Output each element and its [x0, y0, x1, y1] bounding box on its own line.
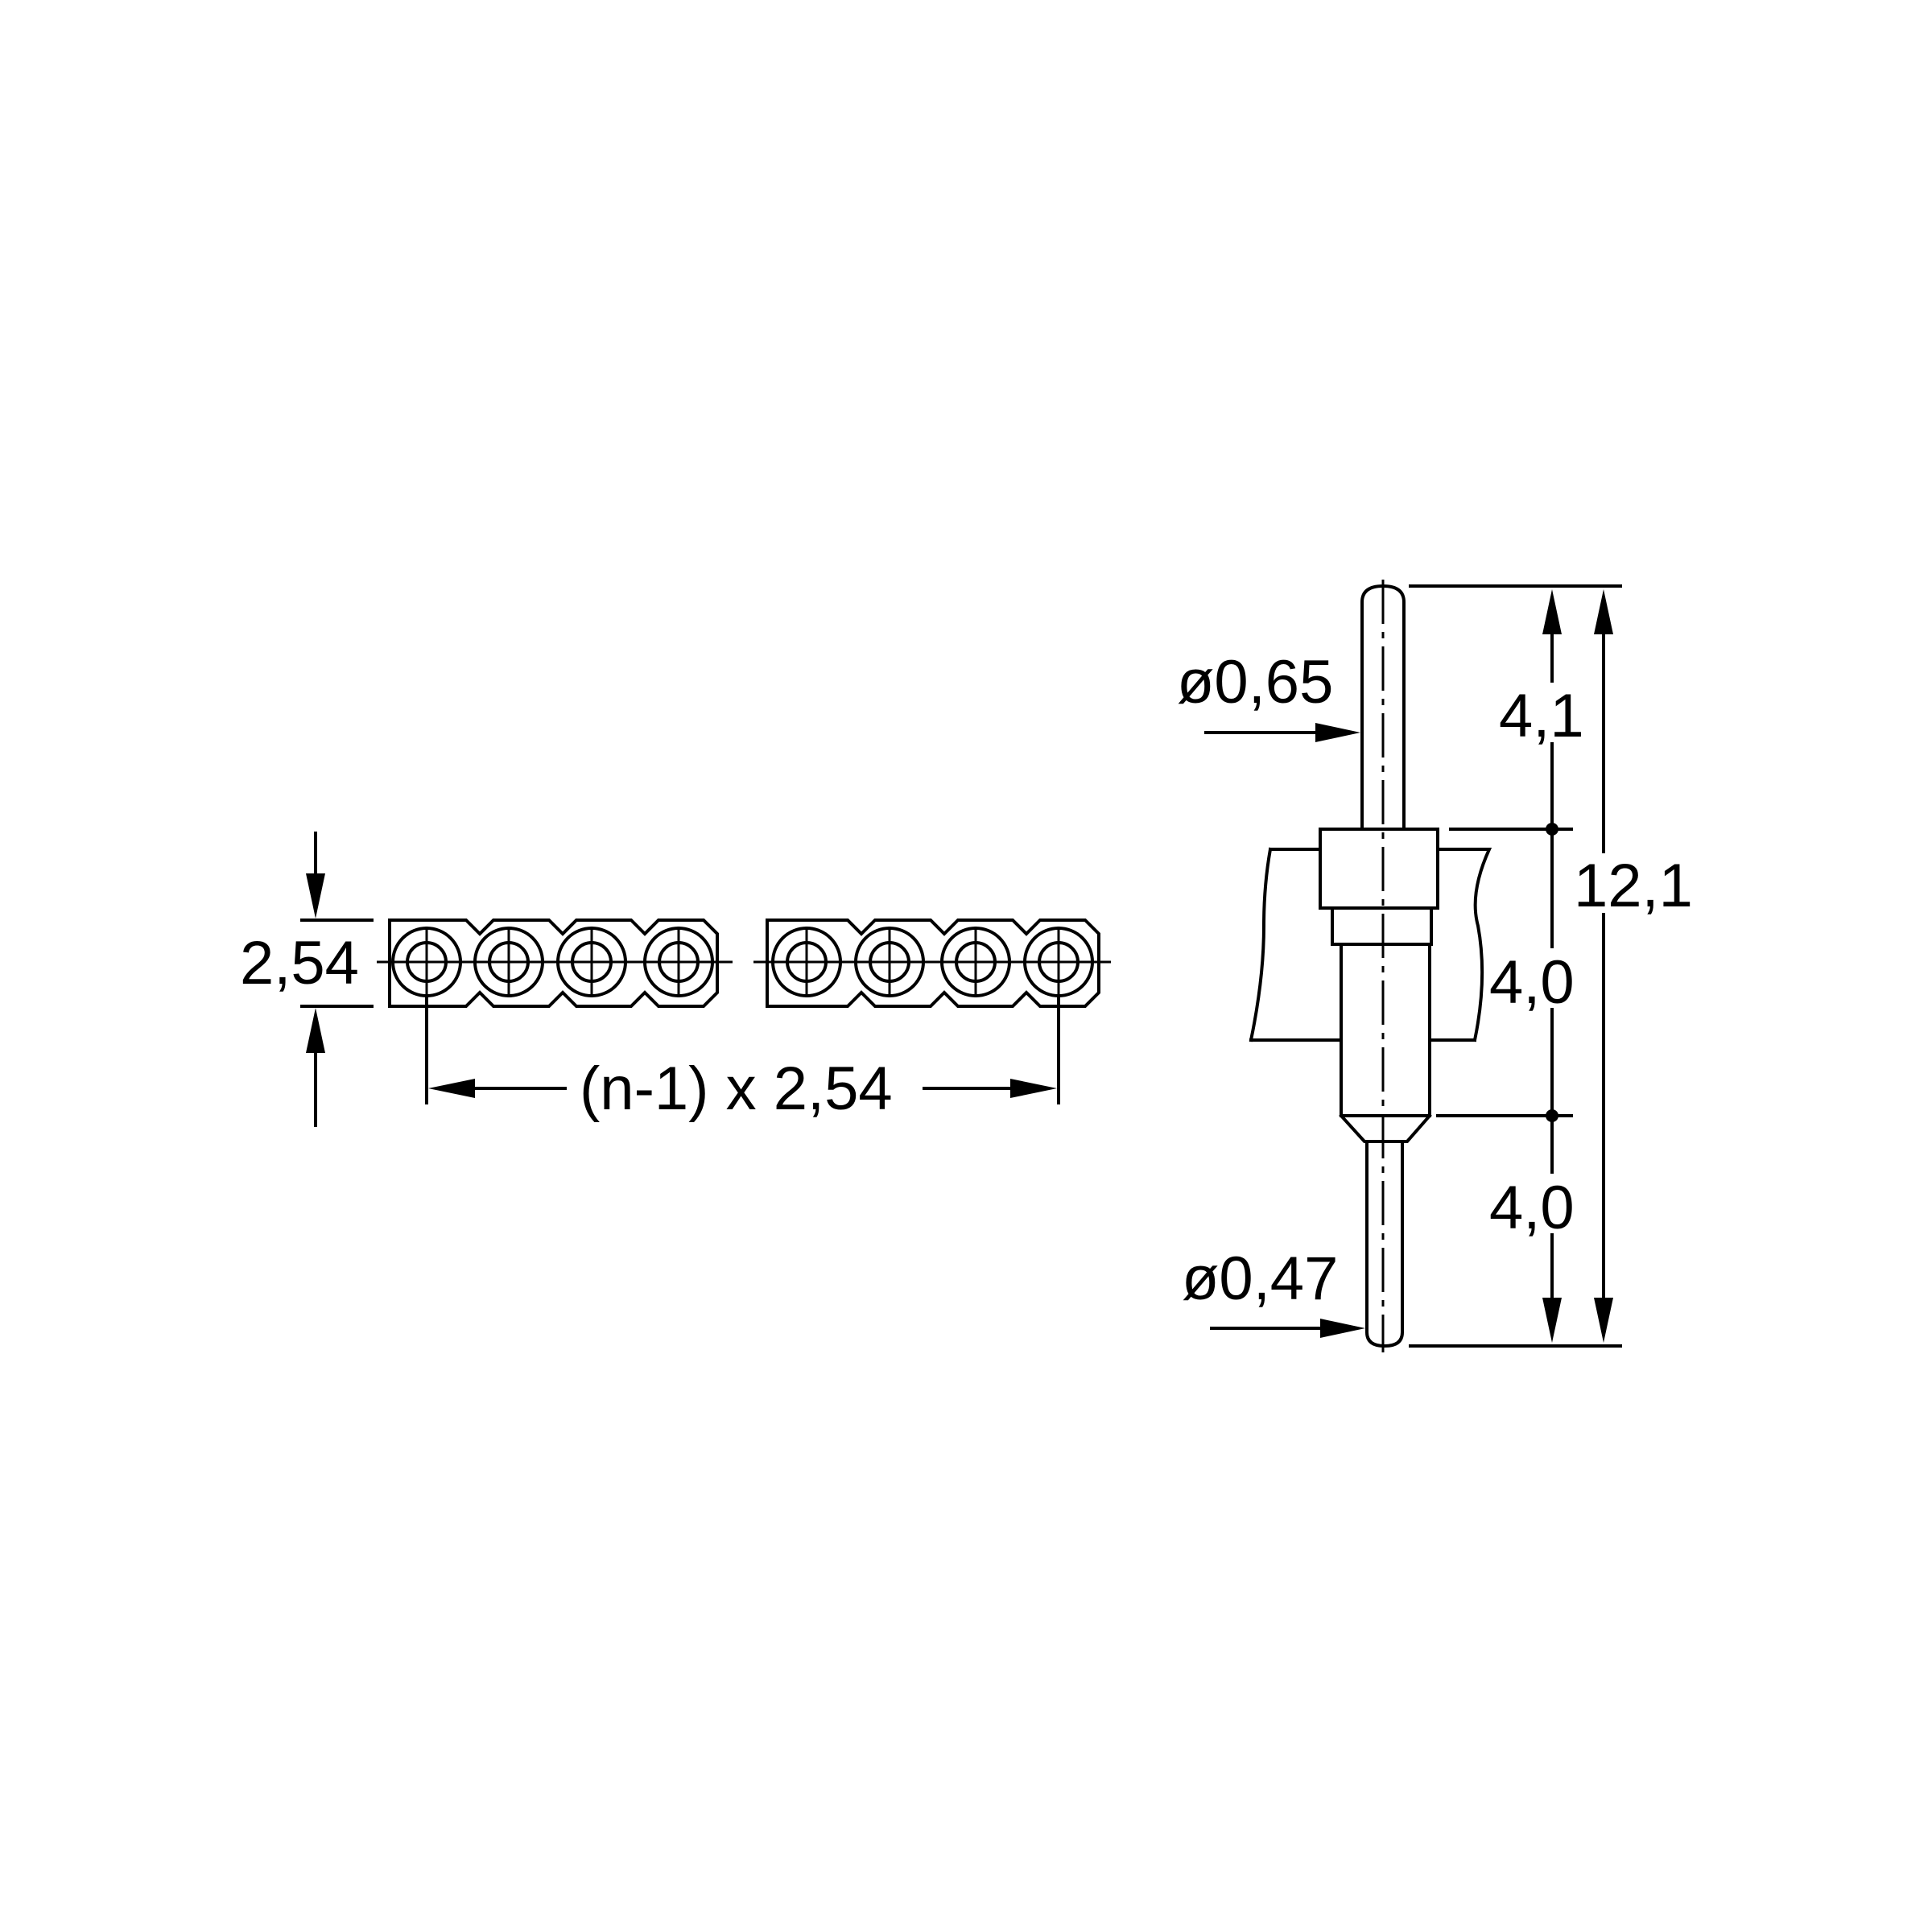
arrow-down: [1542, 1298, 1562, 1343]
dimension-node: [1546, 823, 1558, 836]
upper-diameter-label: ø0,65: [1177, 648, 1333, 716]
lower-pin: [1365, 1140, 1404, 1348]
contact-hole: [473, 927, 544, 997]
strip-top-view: 2,54 (n-1) x 2,54: [240, 832, 1111, 1127]
arrow-up: [1594, 589, 1613, 634]
strip-outline-left: [388, 919, 719, 1008]
dimension-strip-width: 2,54: [240, 832, 374, 1127]
contact-hole: [643, 927, 714, 997]
dimension-lower-diameter: ø0,47: [1182, 1245, 1365, 1338]
contact-hole: [940, 927, 1011, 997]
arrow-right: [1010, 1079, 1057, 1098]
dimension-node: [1546, 1109, 1558, 1122]
lower-length-label: 4,0: [1489, 1174, 1575, 1242]
dimension-segments: 4,1 4,0 4,0: [1486, 589, 1584, 1343]
arrow-right: [1320, 1319, 1365, 1338]
arrow-left: [428, 1079, 475, 1098]
dimension-total: 12,1: [1568, 589, 1697, 1343]
arrow-down: [1594, 1298, 1613, 1343]
contact-hole: [771, 927, 842, 997]
arrow-up: [306, 1008, 325, 1053]
contact-hole: [556, 927, 627, 997]
dimension-pitch: (n-1) x 2,54: [425, 994, 1060, 1123]
pin-side-view: ø0,65 ø0,47 4,1 4,0 4,0: [1177, 580, 1697, 1352]
strip-outline-right: [766, 919, 1100, 1008]
pitch-label: (n-1) x 2,54: [580, 1055, 893, 1123]
lower-diameter-label: ø0,47: [1182, 1245, 1338, 1313]
board-section: [1249, 847, 1492, 1042]
contact-group-right: [753, 919, 1111, 1008]
arrow-up: [1542, 589, 1562, 634]
pin-body: [1340, 943, 1431, 1117]
total-length-label: 12,1: [1574, 852, 1693, 920]
arrow-right: [1315, 723, 1360, 742]
width-label: 2,54: [240, 929, 359, 997]
arrow-down: [306, 873, 325, 919]
pin-taper: [1339, 1113, 1432, 1143]
dimension-upper-diameter: ø0,65: [1177, 648, 1360, 742]
middle-length-label: 4,0: [1489, 948, 1575, 1017]
pin-collar: [1319, 828, 1439, 910]
upper-length-label: 4,1: [1499, 682, 1584, 750]
contact-hole: [854, 927, 925, 997]
contact-group-left: [377, 919, 733, 1008]
